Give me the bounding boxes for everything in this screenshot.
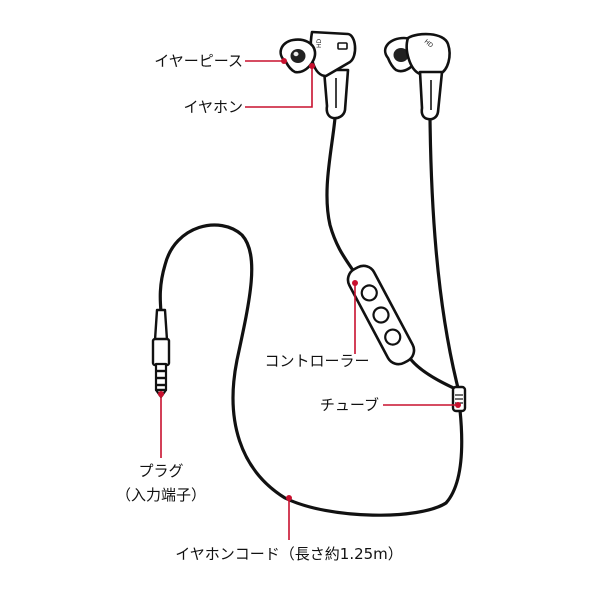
label-plug: プラグ (138, 462, 183, 480)
cords (158, 116, 464, 517)
controller-button-bottom (384, 328, 402, 346)
plug-strain-relief (153, 308, 169, 342)
label-plug-subtitle: （入力端子） (116, 486, 206, 504)
leader-dot-controller (352, 280, 358, 286)
label-cord: イヤホンコード（長さ約1.25m） (175, 545, 403, 563)
left-earphone-indicator (337, 42, 348, 50)
controller-button-top (360, 284, 378, 302)
leader-dot-plug (158, 391, 164, 397)
leader-earphone (245, 66, 313, 108)
leader-dot-earphone (309, 63, 315, 69)
plug (151, 308, 171, 399)
right-ear-cord (428, 116, 460, 390)
leader-dot-tube (455, 402, 461, 408)
controller-button-middle (372, 306, 390, 324)
right-earphone: HD (383, 32, 451, 121)
label-tube: チューブ (320, 396, 379, 414)
right-brand-mark: HD (423, 38, 435, 49)
left-brand-mark: HD (316, 38, 323, 48)
main-cord (158, 223, 464, 517)
label-earpiece: イヤーピース (154, 52, 243, 70)
leader-dot-earpiece (281, 58, 287, 64)
leader-lines (158, 58, 461, 540)
left-earphone: HD (279, 30, 357, 120)
controller (346, 264, 416, 366)
label-earphone: イヤホン (183, 98, 243, 116)
labels: イヤーピース イヤホン コントローラー チューブ プラグ （入力端子） イヤホン… (116, 52, 403, 563)
label-controller: コントローラー (264, 352, 369, 370)
right-earphone-housing (405, 32, 451, 76)
left-ear-cord (325, 116, 356, 274)
plug-housing (151, 337, 171, 367)
leader-dot-cord (286, 495, 292, 501)
